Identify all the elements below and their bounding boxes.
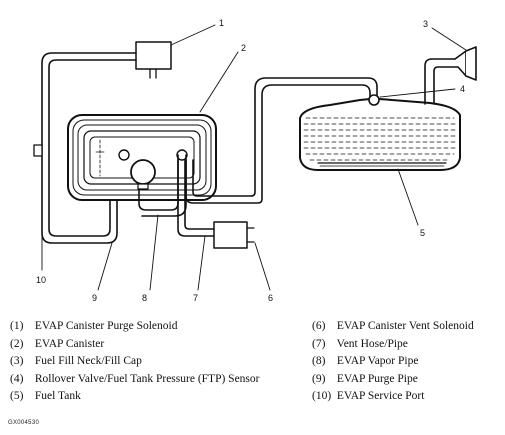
callout-10: 10 (36, 275, 46, 285)
legend-number: (9) (312, 372, 326, 385)
legend-number: (2) (10, 337, 24, 350)
legend-item: (6) EVAP Canister Vent Solenoid (312, 318, 474, 336)
legend-item: (2) EVAP Canister (10, 336, 259, 354)
callout-7: 7 (193, 293, 198, 303)
legend-number: (5) (10, 390, 24, 403)
rollover-valve (368, 94, 380, 106)
legend-label: EVAP Vapor Pipe (336, 355, 419, 368)
purge-solenoid (135, 41, 172, 79)
canister-fill-neck (130, 159, 156, 190)
fuel-fill-neck (424, 46, 477, 105)
evap-canister (67, 114, 217, 201)
legend-number: (7) (312, 337, 326, 350)
legend-number: (4) (10, 372, 24, 385)
legend-label: Rollover Valve/Fuel Tank Pressure (FTP) … (34, 372, 260, 385)
legend-item: (8) EVAP Vapor Pipe (312, 353, 474, 371)
evap-purge-pipe (41, 52, 137, 244)
legend-number: (1) (10, 320, 24, 332)
callout-6: 6 (268, 293, 273, 303)
legend-label: Fuel Fill Neck/Fill Cap (34, 355, 142, 368)
callout-3: 3 (423, 19, 428, 29)
legend-label: EVAP Service Port (336, 390, 425, 403)
legend-item: (4) Rollover Valve/Fuel Tank Pressure (F… (10, 371, 259, 389)
legend-item: (9) EVAP Purge Pipe (312, 371, 474, 389)
figure-id: GX004530 (8, 420, 40, 426)
legend: (1) EVAP Canister Purge Solenoid (2) EVA… (0, 318, 505, 418)
legend-number: (3) (10, 355, 24, 368)
callout-5: 5 (420, 228, 425, 238)
evap-service-port (33, 144, 43, 157)
legend-right-column: (6) EVAP Canister Vent Solenoid (7) Vent… (312, 318, 474, 406)
callout-8: 8 (142, 293, 147, 303)
legend-label: EVAP Canister Purge Solenoid (34, 320, 178, 332)
evap-system-diagram: 1 2 3 4 5 6 7 8 9 10 (33, 18, 477, 303)
legend-item: (1) EVAP Canister Purge Solenoid (10, 318, 259, 336)
legend-number: (8) (312, 355, 326, 368)
callout-9: 9 (92, 293, 97, 303)
legend-number: (10) (312, 390, 332, 403)
legend-item: (5) Fuel Tank (10, 388, 259, 406)
legend-number: (6) (312, 320, 326, 332)
legend-item: (3) Fuel Fill Neck/Fill Cap (10, 353, 259, 371)
callout-2: 2 (241, 43, 246, 53)
legend-label: Vent Hose/Pipe (336, 337, 408, 350)
legend-item: (10) EVAP Service Port (312, 388, 474, 406)
fuel-tank (299, 98, 461, 171)
leader-lines (41, 24, 467, 291)
legend-left-column: (1) EVAP Canister Purge Solenoid (2) EVA… (10, 318, 259, 406)
callout-4: 4 (460, 84, 465, 94)
legend-item: (7) Vent Hose/Pipe (312, 336, 474, 354)
vent-solenoid (213, 221, 255, 249)
legend-label: EVAP Canister Vent Solenoid (336, 320, 474, 332)
legend-label: Fuel Tank (34, 390, 81, 403)
callout-1: 1 (219, 18, 224, 28)
legend-label: EVAP Purge Pipe (336, 372, 418, 385)
legend-label: EVAP Canister (34, 337, 105, 350)
vent-hose-pipe (177, 159, 215, 237)
